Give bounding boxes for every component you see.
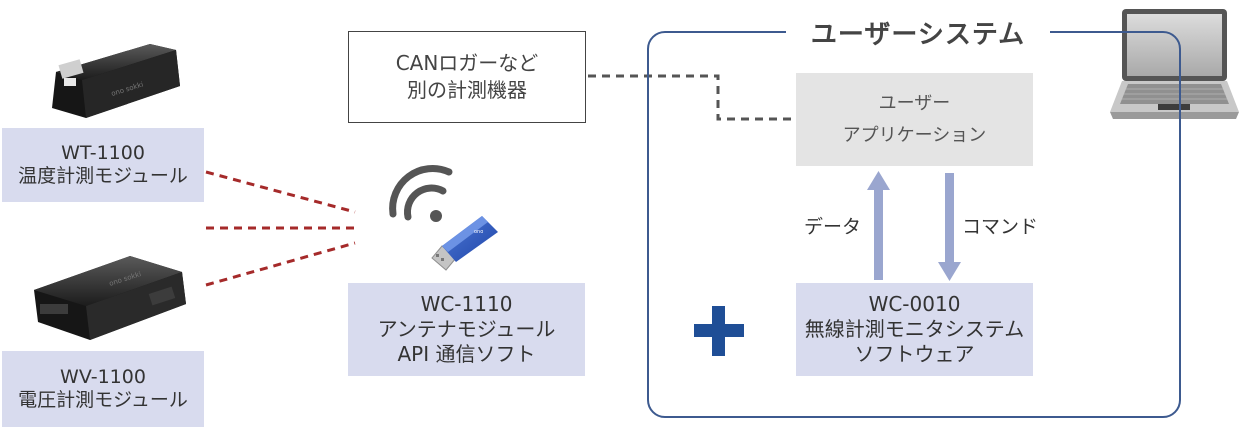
wc-0010-software: ソフトウェア bbox=[854, 342, 975, 366]
wc-0010-model: WC-0010 bbox=[868, 292, 961, 316]
wc-0010-description: 無線計測モニタシステム bbox=[804, 317, 1025, 341]
user-application-line2: アプリケーション bbox=[842, 124, 987, 146]
wv-1100-model: WV-1100 bbox=[60, 366, 146, 388]
wc-1110-model: WC-1110 bbox=[420, 292, 513, 316]
temperature-module-photo: ono sokki bbox=[52, 44, 180, 118]
user-system-title: ユーザーシステム bbox=[786, 12, 1050, 52]
wc-1110-description: アンテナモジュール bbox=[377, 317, 556, 341]
command-arrow bbox=[938, 173, 961, 281]
wc-0010-label: WC-0010 無線計測モニタシステム ソフトウェア bbox=[796, 283, 1033, 376]
wt-1100-model: WT-1100 bbox=[61, 142, 145, 164]
can-logger-line2: 別の計測機器 bbox=[407, 78, 527, 102]
usb-antenna-dongle: ono bbox=[431, 216, 498, 271]
can-logger-box: CANロガーなど 別の計測機器 bbox=[348, 31, 586, 123]
voltage-module-photo: ono sokki bbox=[34, 256, 186, 340]
laptop-icon bbox=[1110, 9, 1239, 119]
data-arrow bbox=[867, 171, 890, 280]
can-logger-line1: CANロガーなど bbox=[395, 51, 539, 75]
wt-1100-label: WT-1100 温度計測モジュール bbox=[2, 128, 204, 202]
plus-icon bbox=[694, 306, 744, 356]
link-wv bbox=[205, 241, 356, 287]
user-application-box: ユーザー アプリケーション bbox=[796, 73, 1033, 166]
wifi-icon bbox=[389, 165, 453, 222]
wt-1100-description: 温度計測モジュール bbox=[18, 165, 188, 187]
wc-1110-label: WC-1110 アンテナモジュール API 通信ソフト bbox=[348, 283, 585, 376]
wv-1100-description: 電圧計測モジュール bbox=[18, 389, 188, 411]
can-connector bbox=[588, 74, 796, 121]
svg-text:ono: ono bbox=[474, 229, 483, 235]
user-application-line1: ユーザー bbox=[878, 92, 951, 114]
wireless-links bbox=[205, 170, 356, 287]
wv-1100-label: WV-1100 電圧計測モジュール bbox=[2, 351, 204, 427]
wc-1110-software: API 通信ソフト bbox=[397, 342, 536, 366]
link-wt bbox=[205, 170, 356, 214]
data-arrow-label: データ bbox=[804, 216, 862, 238]
command-arrow-label: コマンド bbox=[962, 216, 1039, 238]
